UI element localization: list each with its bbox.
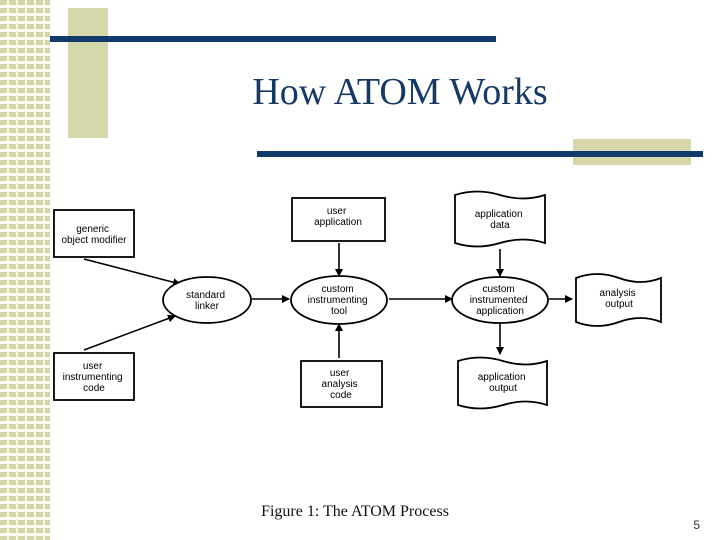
label-line: custom	[482, 284, 514, 295]
svg-text:user application: user application	[314, 206, 362, 228]
node-custom-instrumenting-tool: custom instrumenting tool	[290, 275, 388, 325]
label-line: standard	[186, 290, 225, 301]
left-decorative-strip	[0, 0, 50, 540]
label-line: application	[478, 372, 526, 383]
label-line: output	[489, 383, 517, 394]
node-standard-linker: standard linker	[162, 276, 252, 324]
label-line: linker	[195, 301, 220, 312]
arrow-modifier-to-linker	[83, 258, 181, 287]
node-custom-instrumented-application: custom instrumented application	[451, 276, 549, 324]
label-line: custom	[321, 284, 353, 295]
node-application-output: application output	[457, 356, 548, 410]
connectors	[83, 243, 573, 358]
label-line: instrumenting	[63, 372, 123, 383]
svg-text:analysis output: analysis output	[600, 288, 639, 310]
svg-text:generic object modifier: generic object modifier	[61, 224, 127, 246]
slide-title: How ATOM Works	[252, 71, 548, 113]
svg-text:user analysis code: user analysis code	[322, 368, 361, 401]
label-line: object modifier	[61, 235, 127, 246]
node-generic-object-modifier: generic object modifier	[53, 209, 135, 258]
svg-text:custom instrumented: custom instrumented application	[470, 284, 531, 317]
figure-caption: Figure 1: The ATOM Process	[261, 503, 449, 520]
svg-text:standard linker: standard linker	[186, 290, 228, 312]
node-user-instrumenting-code: user instrumenting code	[53, 352, 135, 401]
label-line: analysis	[322, 379, 358, 390]
label-line: analysis	[600, 288, 636, 299]
arrow-instr-code-to-linker	[83, 314, 176, 351]
svg-text:custom instrumenting: custom instrumenting tool	[308, 284, 371, 317]
page-number: 5	[693, 518, 700, 532]
bottom-title-bar	[257, 151, 703, 157]
label-line: code	[330, 390, 352, 401]
node-user-analysis-code: user analysis code	[300, 360, 383, 408]
label-line: tool	[331, 306, 347, 317]
node-user-application: user application	[291, 197, 386, 242]
label-line: application	[475, 209, 523, 220]
label-line: instrumenting	[308, 295, 368, 306]
node-application-data: application data	[454, 190, 546, 248]
label-line: application	[476, 306, 524, 317]
node-analysis-output: analysis output	[575, 273, 662, 327]
label-line: application	[314, 217, 362, 228]
svg-text:application data: application data	[475, 209, 526, 231]
top-accent-block	[68, 8, 108, 138]
label-line: output	[605, 299, 633, 310]
top-title-bar	[50, 36, 496, 42]
label-line: data	[490, 220, 510, 231]
label-line: user	[330, 368, 350, 379]
svg-text:application output: application output	[478, 372, 529, 394]
label-line: user	[83, 361, 103, 372]
label-line: user	[327, 206, 347, 217]
label-line: instrumented	[470, 295, 528, 306]
svg-text:user instrumenting: user instrumenting code	[63, 361, 126, 394]
label-line: generic	[76, 224, 109, 235]
label-line: code	[83, 383, 105, 394]
